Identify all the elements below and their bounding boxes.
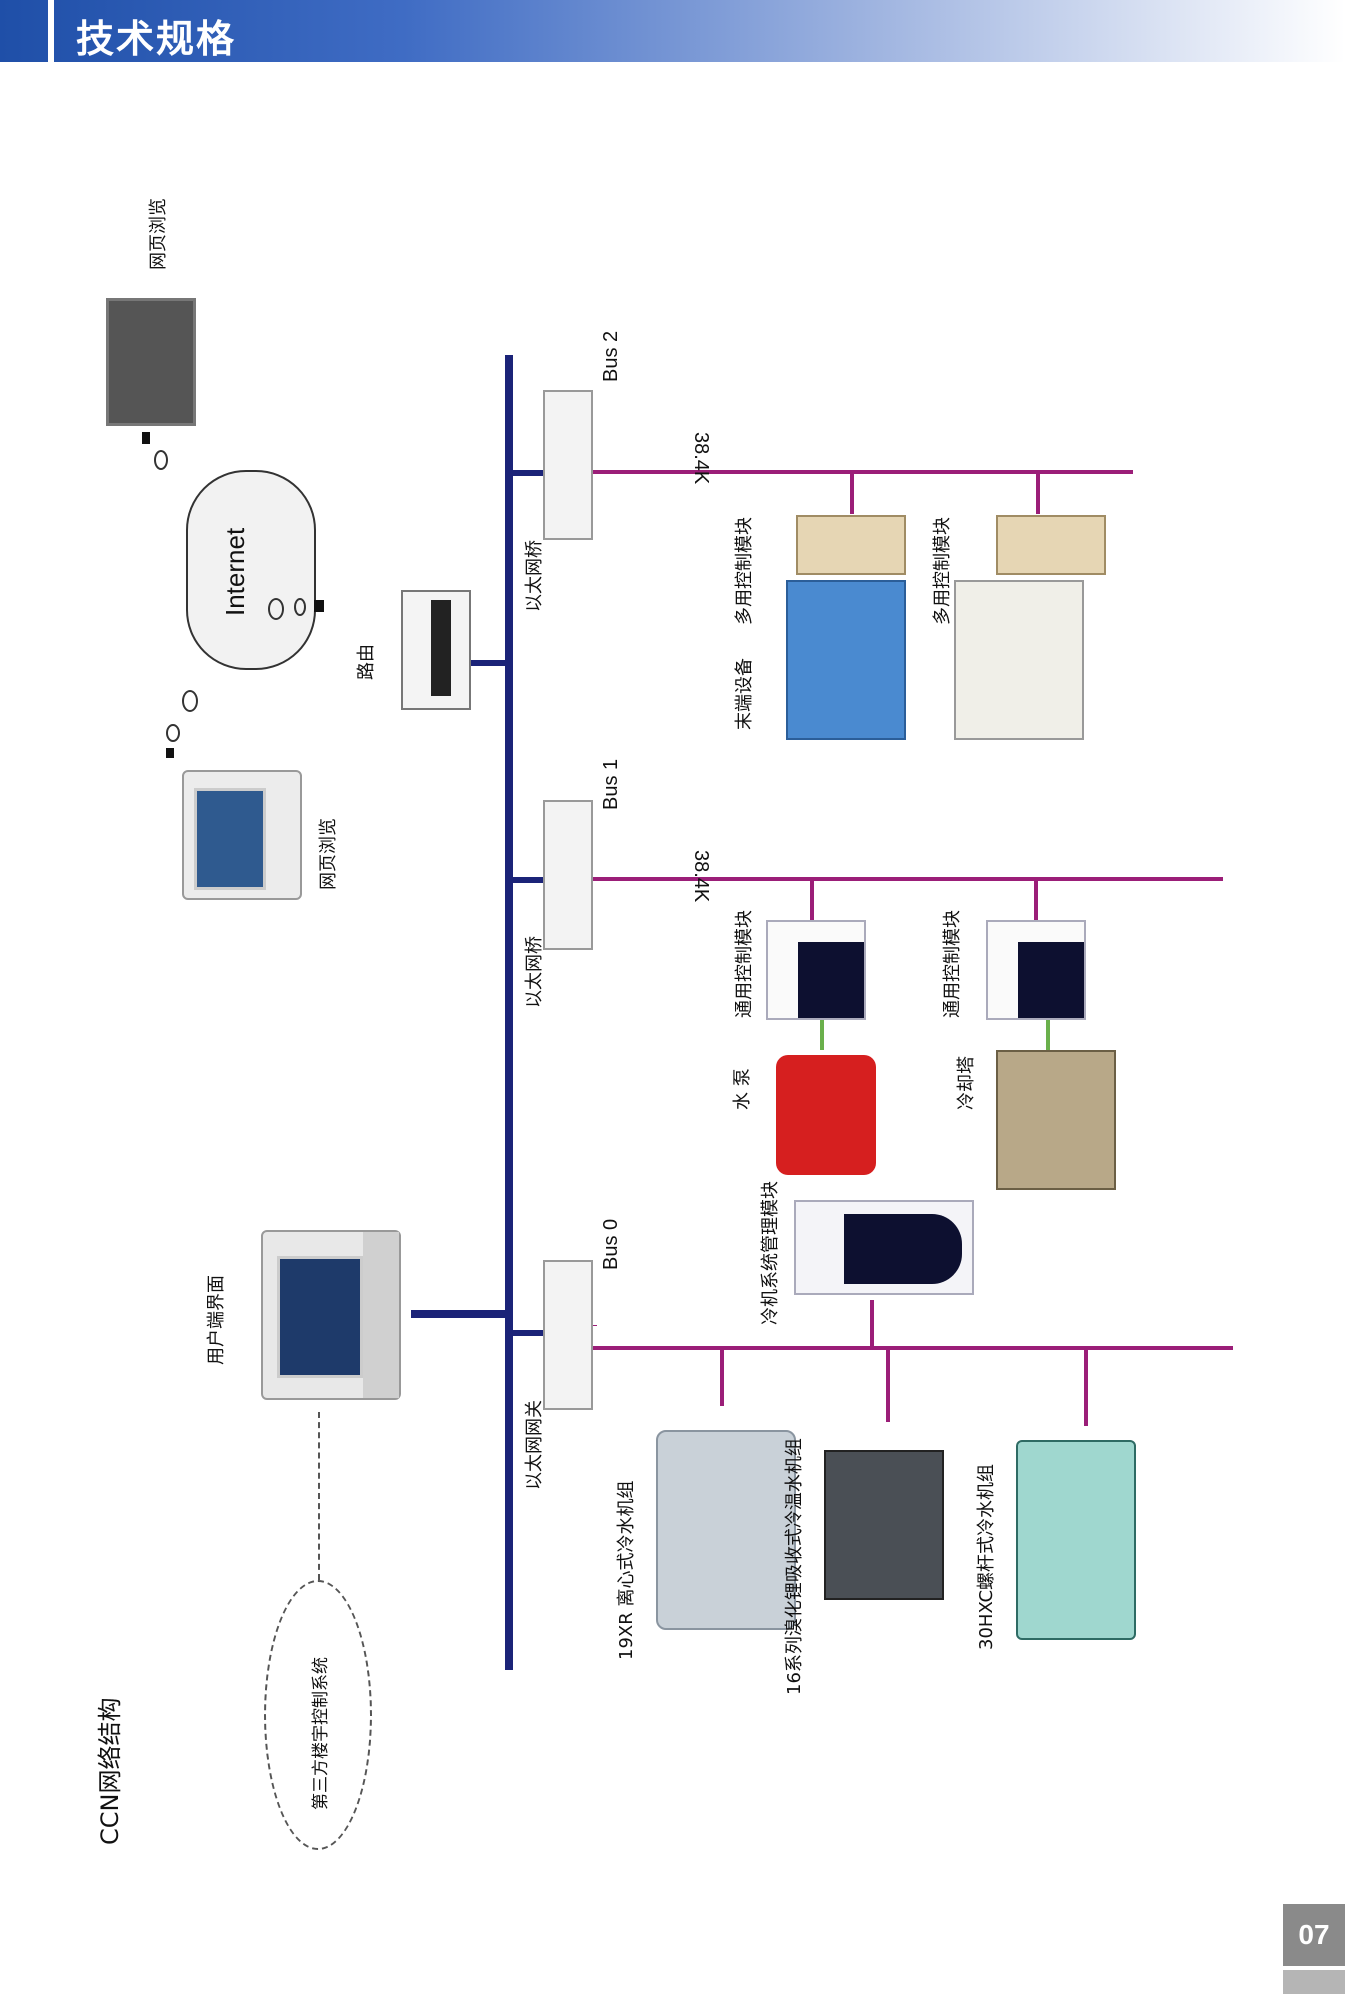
bus2-drop-1 [850,474,854,514]
cooling-tower-label: 冷却塔 [956,1056,977,1110]
bus-1-label: Bus 1 [600,758,622,810]
page-title: 技术规格 [76,17,237,61]
ui-bus-link [411,1310,505,1318]
header-accent [48,0,54,62]
bus0-drop-mgmt [870,1300,874,1346]
router-bus-link [471,660,505,666]
ethernet-bridge-1 [543,800,593,950]
water-pump [776,1055,876,1175]
water-pump-label: 水 泵 [732,1068,753,1110]
laptop-icon [106,298,196,426]
speed-label-2: 38.4K [690,432,712,485]
air-handler [954,580,1084,740]
multi-module-2 [996,515,1106,575]
desktop-monitor [182,770,302,900]
chiller-16-label: 16系列溴化锂吸收式冷温水机组 [784,1438,805,1695]
cooling-tower [996,1050,1116,1190]
terminal-equipment-label: 末端设备 [734,658,755,730]
user-interface-label: 用户端界面 [206,1275,227,1365]
bus1-branch [593,877,1223,881]
cloud-bubble-1 [154,450,168,470]
green-link-2 [1046,1020,1050,1050]
ccn-diagram: CCN网络结构 第三方楼宇控制系统 用户端界面 网页浏览 网页浏览 Intern… [96,150,1233,1870]
internet-label: Internet [220,527,250,616]
bus2-branch [593,470,1133,474]
chiller-16 [824,1450,944,1600]
bus0-drop-19xr [720,1346,724,1406]
bus-0-label: Bus 0 [600,1218,622,1270]
general-module-1-label: 通用控制模块 [734,910,755,1018]
internet-cloud [186,470,316,670]
router-device [401,590,471,710]
bus0-drop-16 [886,1346,890,1422]
cloud-bubble-7 [166,724,180,742]
bus0-stub [593,1325,597,1326]
cloud-bubble-6 [182,690,198,712]
third-party-ellipse [264,1580,372,1850]
ethernet-gateway [543,1260,593,1410]
cloud-bubble-3 [268,598,284,620]
cloud-bubble-8 [166,748,174,758]
multi-module-1 [796,515,906,575]
chiller-19xr [656,1430,796,1630]
general-module-2-label: 通用控制模块 [942,910,963,1018]
bridge1-stub [513,877,543,883]
bridge2-stub [513,470,543,476]
terminal-equipment [786,580,906,740]
chiller-30hxc [1016,1440,1136,1640]
web-browse-label-1: 网页浏览 [318,818,339,890]
page-header: 技术规格 [0,0,1345,62]
bridge-2-label: 以太网桥 [524,540,545,612]
main-bus [505,355,513,1670]
user-interface-monitor [261,1230,401,1400]
web-browse-label-2: 网页浏览 [148,198,169,270]
page-number: 07 [1283,1904,1345,1966]
bridge-1-label: 以太网桥 [524,936,545,1008]
chiller-19xr-label: 19XR 离心式冷水机组 [616,1480,637,1660]
bus-2-label: Bus 2 [600,330,622,382]
chiller-mgmt-module [794,1200,974,1295]
bus1-drop-1 [810,881,814,921]
third-party-link [318,1412,320,1580]
cloud-bubble-5 [314,600,324,612]
cloud-bubble-2 [142,432,150,444]
bus2-drop-2 [1036,474,1040,514]
chiller-mgmt-label: 冷机系统管理模块 [760,1181,781,1325]
green-link-1 [820,1020,824,1050]
bus0-branch [593,1346,1233,1350]
speed-label-1: 38.4K [690,850,712,903]
gateway-stub [513,1330,543,1336]
router-label: 路由 [356,644,377,680]
general-module-2 [986,920,1086,1020]
general-module-1 [766,920,866,1020]
gateway-label: 以太网网关 [524,1400,545,1490]
bus1-drop-2 [1034,881,1038,921]
third-party-label: 第三方楼宇控制系统 [311,1657,331,1810]
bus0-drop-30hxc [1084,1346,1088,1426]
multi-module-2-label: 多用控制模块 [932,517,953,625]
chiller-30hxc-label: 30HXC螺杆式冷水机组 [976,1463,997,1650]
multi-module-1-label: 多用控制模块 [734,517,755,625]
cloud-bubble-4 [294,598,306,616]
diagram-title: CCN网络结构 [96,1697,124,1845]
ethernet-bridge-2 [543,390,593,540]
page-number-bar [1283,1970,1345,1994]
